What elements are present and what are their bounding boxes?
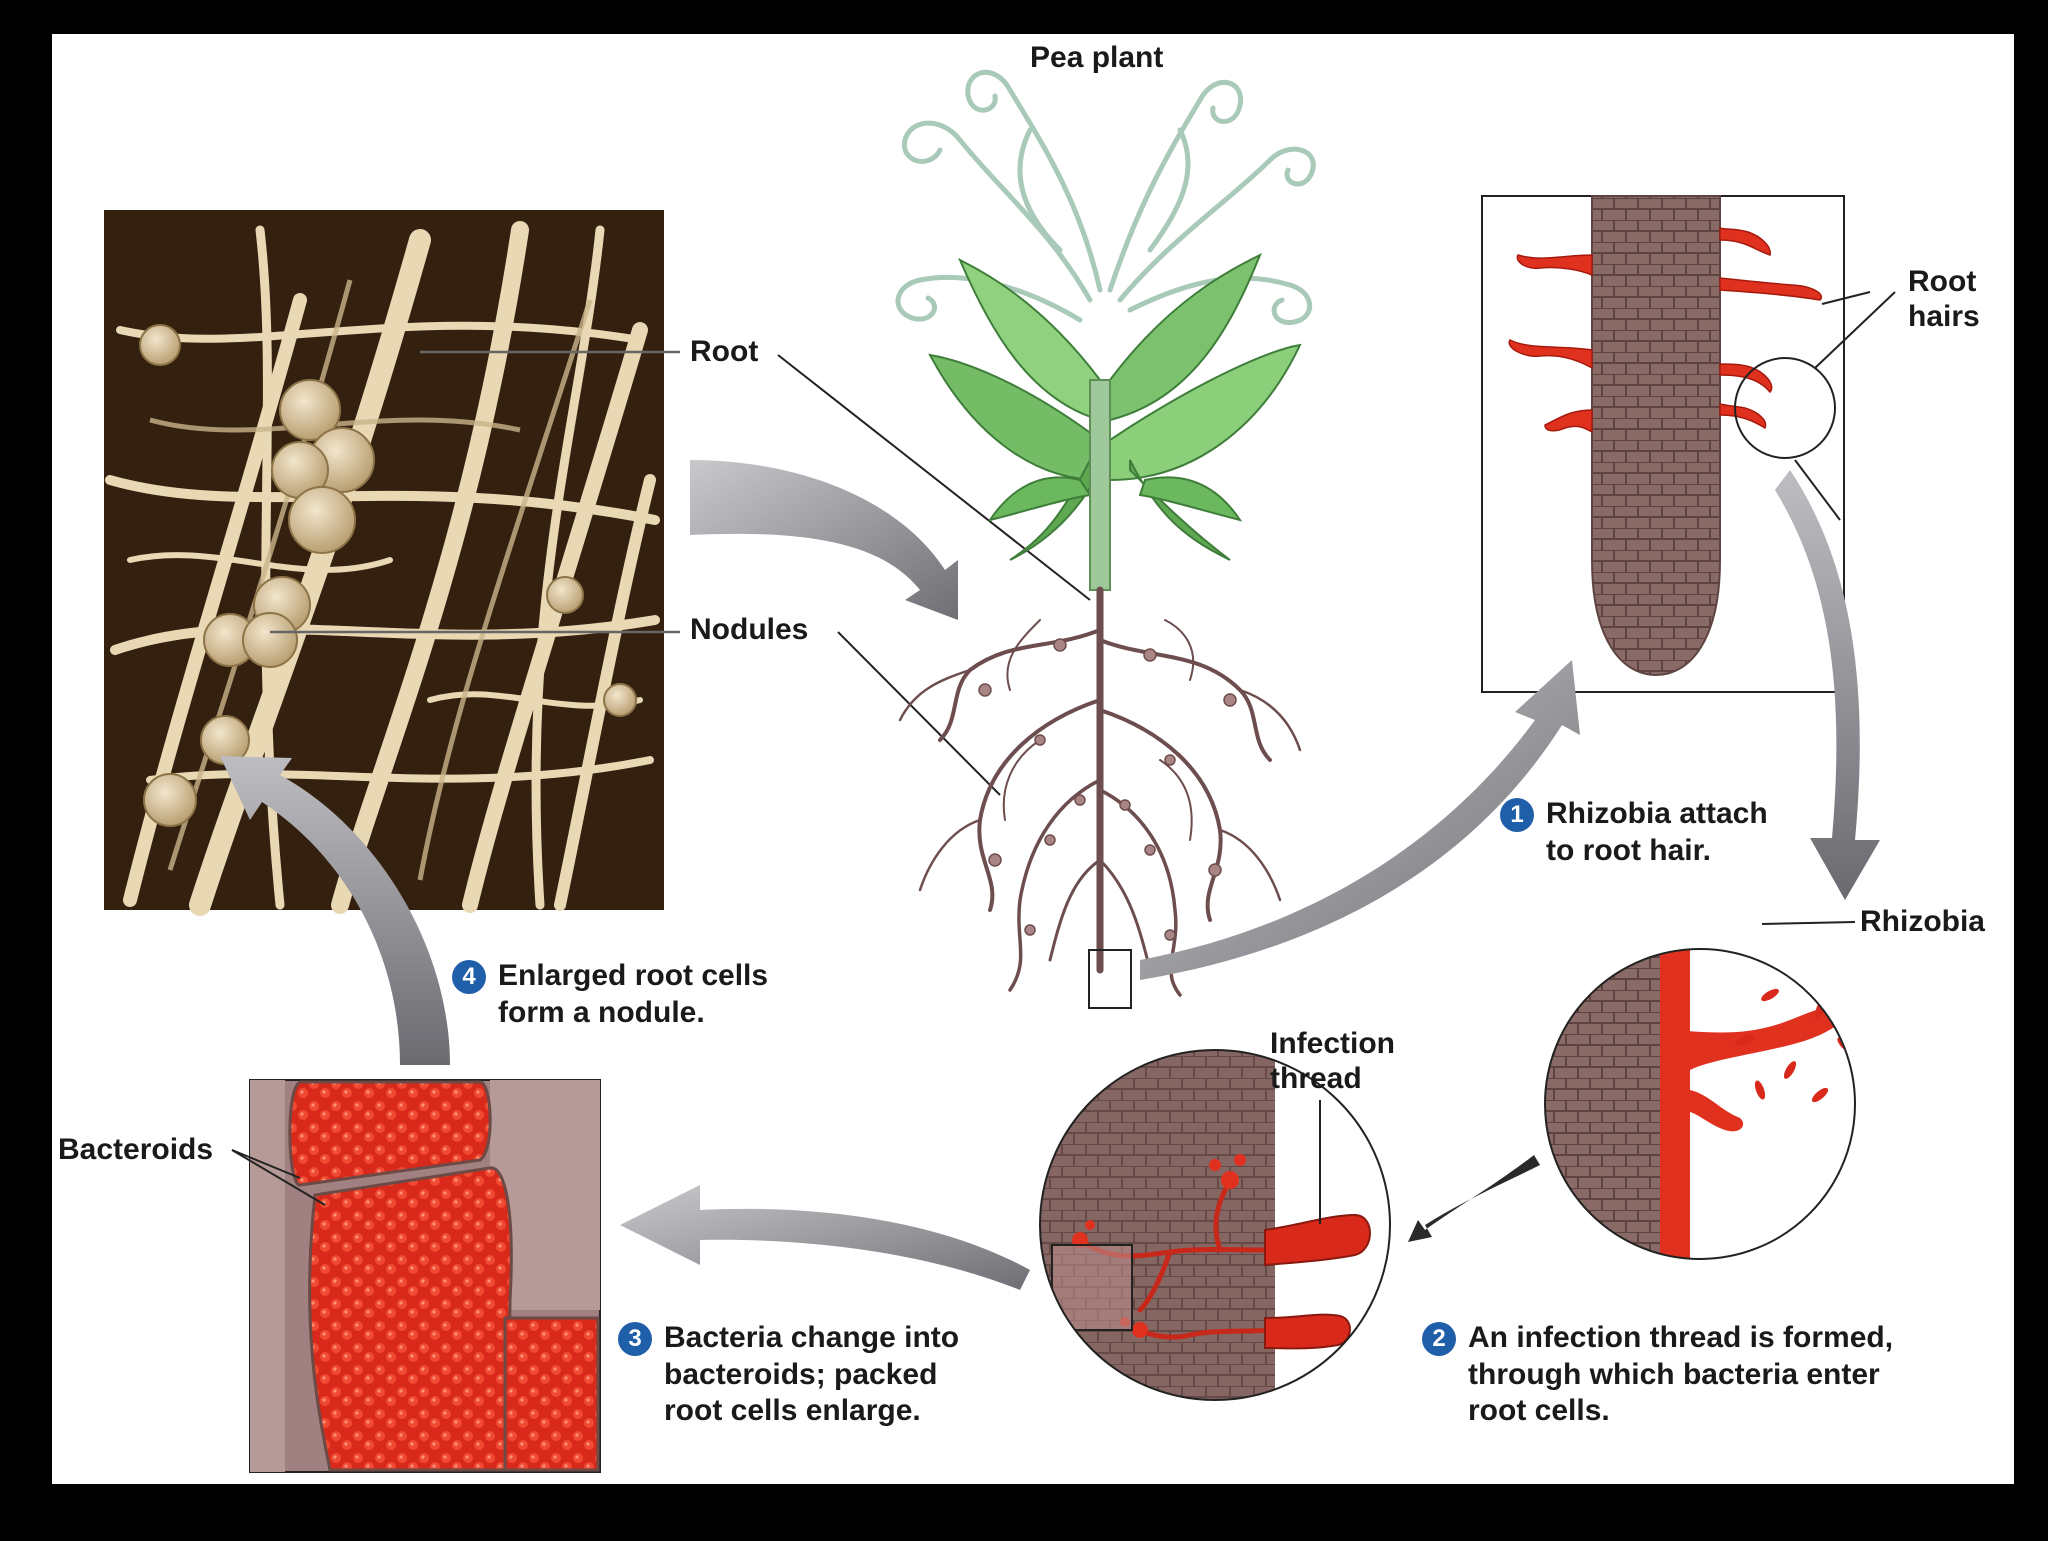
arrow-rhizobia-to-infection	[1408, 1155, 1540, 1242]
label-root-hairs: Root hairs	[1908, 264, 1980, 335]
arrow-infection-to-bacteroids	[620, 1185, 1030, 1290]
step-2-line-2: through which bacteria enter	[1468, 1357, 1880, 1391]
step-4-text: Enlarged root cells form a nodule.	[498, 958, 768, 1031]
step-4-number-badge: 4	[452, 960, 486, 994]
step-2: 2 An infection thread is formed, through…	[1422, 1320, 1893, 1430]
label-nodules: Nodules	[690, 613, 809, 646]
step-4-line-2: form a nodule.	[498, 995, 705, 1029]
root-nodule-photo	[104, 210, 680, 916]
step-3: 3 Bacteria change into bacteroids; packe…	[618, 1320, 959, 1430]
label-root-hairs-line-2: hairs	[1908, 300, 1980, 334]
label-rhizobia: Rhizobia	[1860, 905, 1985, 938]
root-pointer-line	[777, 354, 1091, 601]
step-1-number-badge: 1	[1500, 798, 1534, 832]
step-1-text: Rhizobia attach to root hair.	[1546, 796, 1768, 869]
step-4-line-1: Enlarged root cells	[498, 959, 769, 992]
arrow-bacteroids-to-photo	[220, 756, 450, 1065]
step-1-line-1: Rhizobia attach	[1546, 797, 1768, 830]
label-root: Root	[690, 335, 759, 368]
step-4: 4 Enlarged root cells form a nodule.	[452, 958, 768, 1031]
step-2-number-badge: 2	[1422, 1322, 1456, 1356]
step-1: 1 Rhizobia attach to root hair.	[1500, 796, 1768, 869]
step-3-line-3: root cells enlarge.	[664, 1394, 921, 1428]
step-2-line-1: An infection thread is formed,	[1468, 1321, 1894, 1354]
step-3-line-1: Bacteria change into	[664, 1321, 960, 1354]
label-infection-thread-line-2: thread	[1270, 1062, 1362, 1096]
bacteroid-cells-panel	[231, 1079, 601, 1473]
root-hair-detail-box	[1481, 195, 1896, 693]
step-3-line-2: bacteroids; packed	[664, 1357, 938, 1391]
label-root-hairs-line-1: Root	[1908, 265, 1977, 298]
step-3-number-badge: 3	[618, 1322, 652, 1356]
label-infection-thread-line-1: Infection	[1270, 1027, 1395, 1060]
nodules-pointer-line	[837, 631, 1001, 796]
pea-plant-illustration	[895, 69, 1316, 1009]
step-2-line-3: root cells.	[1468, 1394, 1610, 1428]
arrow-photo-to-plant	[690, 460, 958, 620]
step-1-line-2: to root hair.	[1546, 833, 1711, 867]
label-infection-thread: Infection thread	[1270, 1026, 1395, 1097]
label-bacteroids: Bacteroids	[58, 1133, 214, 1166]
step-3-text: Bacteria change into bacteroids; packed …	[664, 1320, 959, 1430]
step-2-text: An infection thread is formed, through w…	[1468, 1320, 1893, 1430]
arrow-root-hair-to-rhizobia	[1775, 470, 1880, 900]
cycle-arrows	[220, 460, 1880, 1290]
label-pea-plant: Pea plant	[1030, 41, 1164, 74]
